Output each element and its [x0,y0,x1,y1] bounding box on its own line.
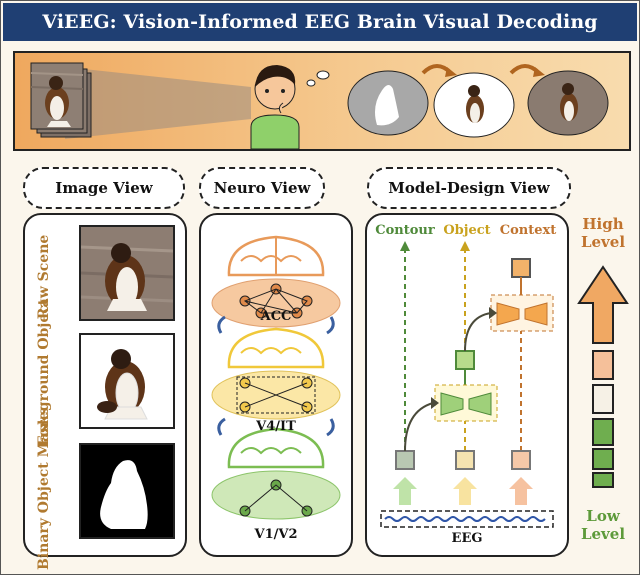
top-banner [13,51,631,151]
thought-cloud-context [527,70,609,136]
eeg-signal-box [380,510,554,528]
neuro-brains [211,235,341,520]
feedback-arrow-icon [217,417,226,436]
contour-token-node [395,450,415,470]
object-output-node [455,350,475,370]
brain-v1v2 [211,427,341,520]
label-v4it: V4/IT [256,419,296,434]
raw-scene-image [79,225,175,321]
label-contour: Contour [375,223,435,238]
context-output-node [511,258,531,278]
up-arrow-icon [577,265,629,344]
feedforward-arrow-icon [326,316,335,335]
image-view-panel: Raw Scene Foreground Object Binary Objec… [23,213,187,570]
model-diagram [380,241,554,528]
label-high-level: High Level [580,215,626,251]
label-object: Object [443,223,491,238]
brain-acc [211,235,341,328]
thought-cloud-contour [347,70,429,136]
header-model-view: Model-Design View [367,167,571,209]
object-token-node [455,450,475,470]
header-neuro-view: Neuro View [199,167,325,209]
level-scale [577,265,629,488]
context-token-node [511,450,531,470]
figure-title: ViEEG: Vision-Informed EEG Brain Visual … [3,3,637,71]
label-acc: ACC [260,309,292,324]
feedback-arrow-icon [217,315,226,334]
binary-mask-image [79,443,175,539]
banner-dog-photo [30,62,84,130]
neuro-view-panel: ACC V4/IT V1/V2 [199,213,353,557]
object-encoder-block [434,384,498,422]
label-eeg: EEG [451,531,483,546]
label-context: Context [499,223,557,238]
banner-illustration [30,62,609,149]
foreground-object-image [79,333,175,429]
thinking-person [250,65,300,149]
label-low-level: Low Level [580,507,626,543]
eeg-wave [384,516,546,522]
label-v1v2: V1/V2 [254,527,298,542]
feedforward-arrow-icon [326,418,335,437]
brain-v4it [211,327,341,420]
model-design-panel: Contour Object Context [365,213,569,557]
context-encoder-block [490,294,554,332]
thought-cloud-object [433,72,515,138]
header-image-view: Image View [23,167,185,209]
label-binary-masks: Binary Object Masks [36,407,52,570]
